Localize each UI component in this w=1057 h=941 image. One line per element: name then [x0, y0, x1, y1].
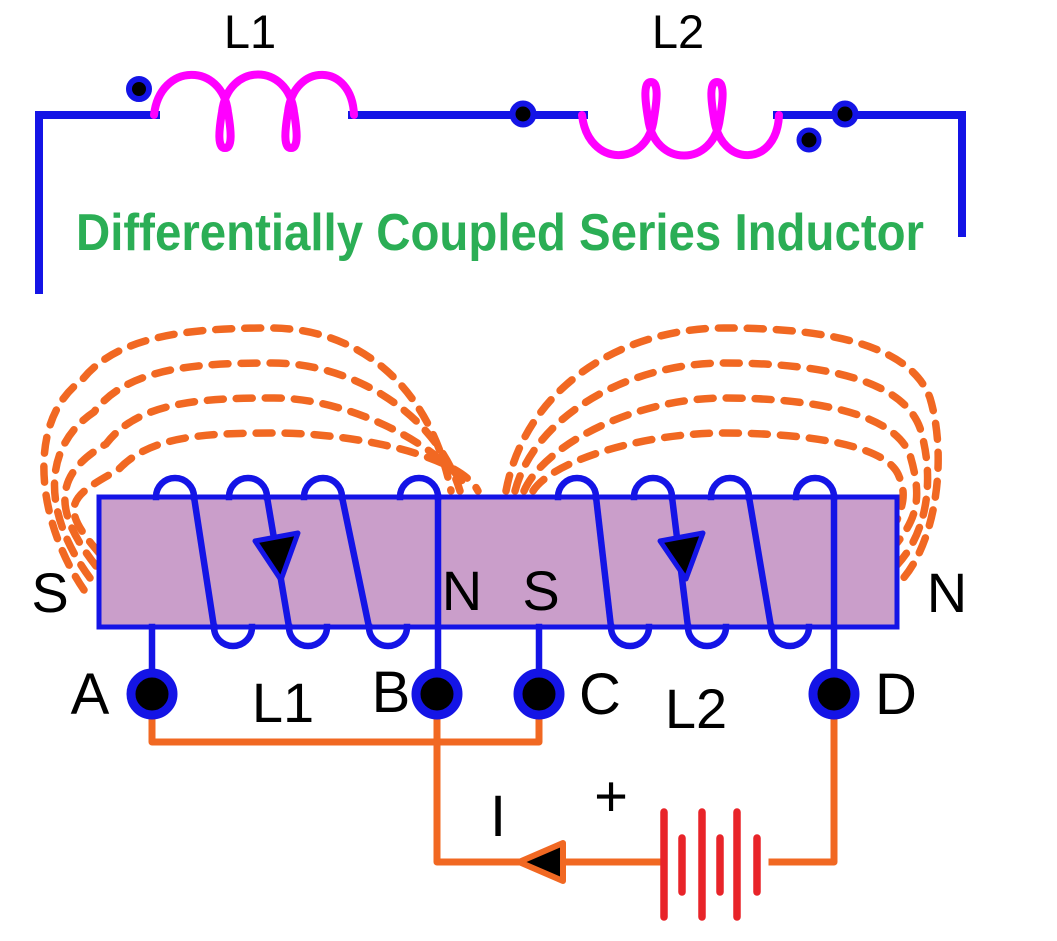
current-label: I — [490, 784, 506, 849]
junction-dot-mid — [509, 100, 537, 128]
field-arc — [529, 429, 907, 524]
winding-turn-top — [300, 474, 346, 501]
terminal-b-label: B — [372, 660, 411, 725]
battery-symbol — [660, 808, 761, 921]
winding-l2-label: L2 — [665, 677, 727, 740]
winding-l1 — [148, 474, 442, 680]
winding-turn-top — [554, 474, 600, 501]
terminal-d-label: D — [875, 662, 917, 727]
winding-front-wire — [190, 493, 218, 631]
winding-turn-bottom — [607, 623, 653, 650]
terminal-a-dot — [126, 668, 178, 720]
terminal-b-dot — [411, 668, 463, 720]
pole-label-outer-right: N — [927, 561, 967, 624]
field-arc — [40, 324, 455, 594]
battery-plus-label: + — [594, 764, 628, 829]
winding-turn-top — [707, 474, 753, 501]
winding-turn-bottom — [365, 623, 411, 650]
pole-label-inner-left: N — [442, 559, 482, 622]
wire-battery-to-d — [768, 696, 838, 866]
inductor-l1-coil — [150, 70, 358, 153]
inductor-l2-label: L2 — [652, 5, 704, 58]
diagram-title: Differentially Coupled Series Inductor — [76, 204, 924, 262]
winding-front-wire — [592, 493, 615, 631]
winding-turn-bottom — [767, 623, 813, 650]
field-arc — [70, 429, 482, 558]
terminal-circuit: A B C D L1 L2 I + — [71, 660, 917, 921]
terminal-d-dot — [808, 668, 860, 720]
terminal-c-label: C — [579, 662, 621, 727]
winding-front-wire — [745, 493, 775, 631]
field-arc — [50, 359, 464, 582]
inductor-l1-label: L1 — [224, 5, 276, 58]
magnetic-field-lines-left — [40, 324, 482, 594]
junction-dot-right — [831, 100, 859, 128]
pole-label-inner-right: S — [522, 559, 559, 622]
current-direction-arrow-l1 — [252, 530, 301, 583]
winding-l1-label: L1 — [252, 671, 314, 734]
winding-turn-top — [396, 474, 442, 501]
winding-turn-bottom — [285, 623, 331, 650]
pole-label-outer-left: S — [31, 561, 68, 624]
polarity-dot-l2 — [796, 127, 822, 153]
magnetic-field-lines-right — [502, 324, 942, 589]
winding-l2 — [535, 474, 838, 680]
field-arc — [61, 394, 473, 570]
winding-turn-bottom — [210, 623, 256, 650]
winding-turn-top — [792, 474, 838, 501]
wire-b-to-battery — [433, 696, 664, 866]
inductor-l2-coil — [578, 77, 783, 160]
polarity-dot-l1 — [126, 76, 152, 102]
magnetic-core — [96, 494, 900, 630]
winding-turn-top — [225, 474, 271, 501]
terminal-c-dot — [513, 668, 565, 720]
terminal-a-label: A — [71, 662, 110, 727]
field-arc — [502, 324, 942, 589]
field-arc — [511, 359, 932, 569]
winding-front-wire — [338, 493, 373, 631]
winding-turn-bottom — [684, 623, 730, 650]
current-flow-arrow — [516, 840, 566, 884]
schematic-circuit: L1 L2 — [35, 5, 966, 294]
wire-a-to-c — [148, 696, 543, 746]
field-arc — [520, 394, 921, 547]
winding-turn-top — [152, 474, 198, 501]
current-direction-arrow-l2 — [657, 530, 706, 582]
schematic-left-wire — [35, 111, 160, 294]
winding-turn-top — [630, 474, 676, 501]
